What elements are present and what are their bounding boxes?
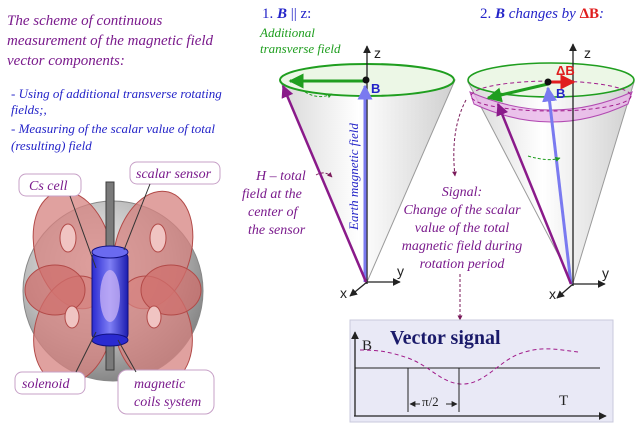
vector-signal-title: Vector signal xyxy=(390,327,501,349)
coils-label-line-1: magnetic xyxy=(134,377,186,392)
cone1-additional-line-2: transverse field xyxy=(260,41,341,56)
cone1-earth-label: Earth magnetic field xyxy=(346,123,361,231)
bullet1-line-2: fields;, xyxy=(11,102,47,117)
signal-line-1: Signal: xyxy=(442,185,482,200)
cone2-b-label: B xyxy=(556,86,565,101)
cone2-axis-y: y xyxy=(602,265,609,281)
coils-label-box xyxy=(117,369,215,415)
vs-interval-label: π/2 xyxy=(422,394,439,409)
signal-line-5: rotation period xyxy=(420,257,506,272)
cone1-additional-line-1: Additional xyxy=(259,25,315,40)
coils-label-line-2: coils system xyxy=(134,395,201,410)
cs-cell-label: Cs cell xyxy=(29,179,68,194)
cs-cell-label-box xyxy=(18,173,82,197)
cone1-axis-z: z xyxy=(374,45,381,61)
title-line-3: vector components: xyxy=(7,53,125,69)
vs-axis-t: T xyxy=(559,393,568,409)
cone2-transverse-arrow xyxy=(486,82,549,103)
cone1-h-arrow xyxy=(281,84,368,283)
cone1-b-label: B xyxy=(371,81,380,96)
bullet2-line-2: (resulting) field xyxy=(11,138,92,153)
cone1-x-axis xyxy=(349,281,368,297)
bullet2-line-1: - Measuring of the scalar value of total xyxy=(11,121,215,136)
cone2-rim xyxy=(467,62,635,98)
signal-line-2: Change of the scalar xyxy=(403,203,521,218)
cone2-x-axis xyxy=(556,283,574,299)
title-text: The scheme of continuous measurement of … xyxy=(7,13,214,69)
vector-signal-bg xyxy=(349,319,614,423)
bullet1-line-1: - Using of additional transverse rotatin… xyxy=(11,86,222,101)
scalar-sensor-label-box xyxy=(129,161,221,185)
signal-line-4: magnetic field during xyxy=(402,239,523,254)
cone2-b-arrow xyxy=(542,86,573,285)
cone1-axis-y: y xyxy=(397,263,404,279)
scalar-sensor-label: scalar sensor xyxy=(136,167,212,182)
cone2-heading: 2. B changes by ΔB: xyxy=(480,6,604,22)
vs-axis-b: B xyxy=(362,338,372,354)
title-line-1: The scheme of continuous xyxy=(7,13,163,29)
cone2-axis-z: z xyxy=(584,45,591,61)
vs-signal-curve xyxy=(359,348,579,385)
title-line-2: measurement of the magnetic field xyxy=(7,33,214,49)
solenoid-label: solenoid xyxy=(22,377,70,392)
cone1-h-line-1: H – total xyxy=(255,169,306,184)
signal-line-3: value of the total xyxy=(415,221,510,236)
cone1-h-line-2: field at the xyxy=(242,187,302,202)
cone1-h-line-4: the sensor xyxy=(248,223,306,238)
cone1-axis-x: x xyxy=(340,285,347,301)
cone1-heading: 1. B || z: xyxy=(262,6,311,22)
cone-2-diagram: 2. B changes by ΔB: z y x B ΔB xyxy=(467,6,635,302)
solenoid-label-box xyxy=(14,371,86,395)
sensor-illustration: Cs cell scalar sensor solenoid magnetic … xyxy=(14,161,221,415)
signal-text: Signal: Change of the scalar value of th… xyxy=(402,185,523,272)
cone2-h-arrow xyxy=(496,102,573,285)
cone2-axis-x: x xyxy=(549,286,556,302)
bullet-text: - Using of additional transverse rotatin… xyxy=(11,86,222,153)
vector-signal-panel: Vector signal B T π/2 xyxy=(349,319,614,423)
cs-cell xyxy=(100,270,120,322)
cone-1-diagram: 1. B || z: Additional transverse field z… xyxy=(242,6,456,301)
cone1-h-line-3: center of xyxy=(248,205,299,220)
cone2-delta-label: ΔB xyxy=(556,63,575,78)
